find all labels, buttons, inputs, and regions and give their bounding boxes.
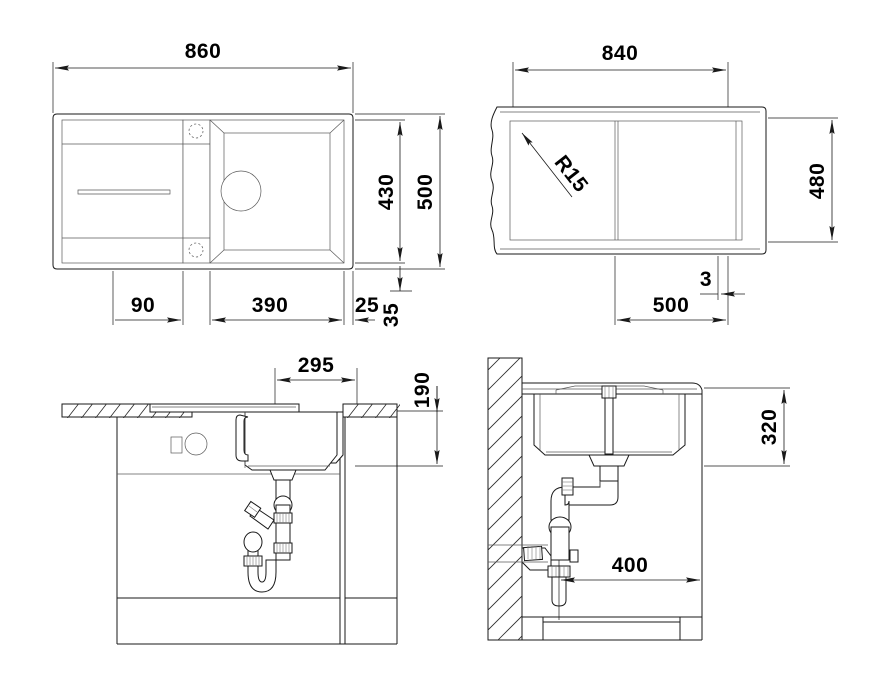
drain-flange-side — [588, 454, 630, 467]
dimension-35: 35 — [380, 266, 412, 327]
drain-hole-plan — [220, 170, 262, 212]
view-plan-sink-top: 860 — [52, 40, 445, 327]
dimension-500-horizontal: 500 — [614, 256, 729, 325]
bowl-corner-br — [329, 249, 345, 264]
bowl-corner-tr — [329, 119, 345, 134]
drainer-panel — [61, 119, 184, 264]
dimension-label-430: 430 — [375, 174, 398, 211]
cabinet-icon-circle — [184, 432, 208, 456]
dimension-label-320: 320 — [758, 409, 781, 446]
dimension-480: 480 — [768, 117, 838, 243]
bowl-corner-tl — [209, 119, 225, 134]
dimension-320: 320 — [704, 387, 790, 467]
dimension-label-390: 390 — [252, 294, 289, 317]
sink-mid-strip — [182, 119, 211, 264]
view-side-section: 320 400 — [487, 357, 790, 641]
bowl-lip-left — [235, 414, 249, 462]
wall-drain-connector — [521, 545, 552, 571]
trap-nut-3 — [243, 555, 263, 567]
dimension-chain-bottom: 90 390 25 — [112, 271, 379, 325]
trap-nut-2 — [273, 542, 293, 554]
dimension-label-400: 400 — [612, 554, 649, 577]
dimension-label-3: 3 — [700, 268, 712, 291]
tap-stem — [604, 397, 614, 455]
dimension-label-480: 480 — [806, 163, 829, 200]
dimension-label-90: 90 — [131, 294, 155, 317]
dimension-840: 840 — [512, 42, 729, 110]
sink-bowl-plan — [209, 119, 345, 264]
sink-drainer-profile — [149, 403, 300, 413]
tap-hole-marker-top — [188, 123, 204, 139]
siphon-cap-ball — [243, 531, 263, 553]
drainer-groove-slot — [77, 189, 171, 195]
view-plan-cutout: 840 R15 480 500 — [490, 42, 838, 325]
cabinet-icon-square — [170, 436, 183, 454]
trap-nut-side-1 — [561, 477, 574, 496]
siphon-body-side — [550, 526, 570, 561]
dimension-label-500-vertical: 500 — [414, 174, 437, 211]
dimension-860: 860 — [52, 40, 354, 113]
dimension-label-35: 35 — [380, 303, 403, 327]
dimension-label-500-horizontal: 500 — [653, 294, 690, 317]
wall-section — [487, 357, 523, 641]
drain-tube-side — [599, 465, 619, 482]
tap-hole-marker-bottom — [188, 242, 204, 258]
dimension-295: 295 — [274, 354, 358, 420]
trap-side-port — [569, 549, 579, 563]
dimension-label-860: 860 — [185, 40, 222, 63]
trap-side-inlet — [243, 500, 275, 530]
worktop-slab-right — [342, 403, 400, 418]
dimension-430: 430 — [355, 119, 405, 264]
sink-bowl-section-front — [235, 411, 344, 593]
dimension-label-190: 190 — [411, 372, 434, 409]
dimension-400: 400 — [558, 554, 703, 620]
drain-flange — [269, 469, 297, 481]
dimension-label-295: 295 — [298, 354, 335, 377]
sink-bowl-section-side — [533, 385, 686, 456]
bowl-corner-bl — [209, 249, 225, 264]
trap-nut-1 — [273, 512, 293, 524]
dimension-label-840: 840 — [602, 42, 639, 65]
dimension-3: 3 — [700, 256, 745, 300]
trap-assembly-side — [521, 454, 630, 607]
dimension-label-25: 25 — [355, 294, 379, 317]
cabinet-carcass-front — [116, 417, 398, 645]
view-front-section: 295 190 — [61, 354, 443, 645]
cutout-inner-rect — [509, 120, 743, 241]
